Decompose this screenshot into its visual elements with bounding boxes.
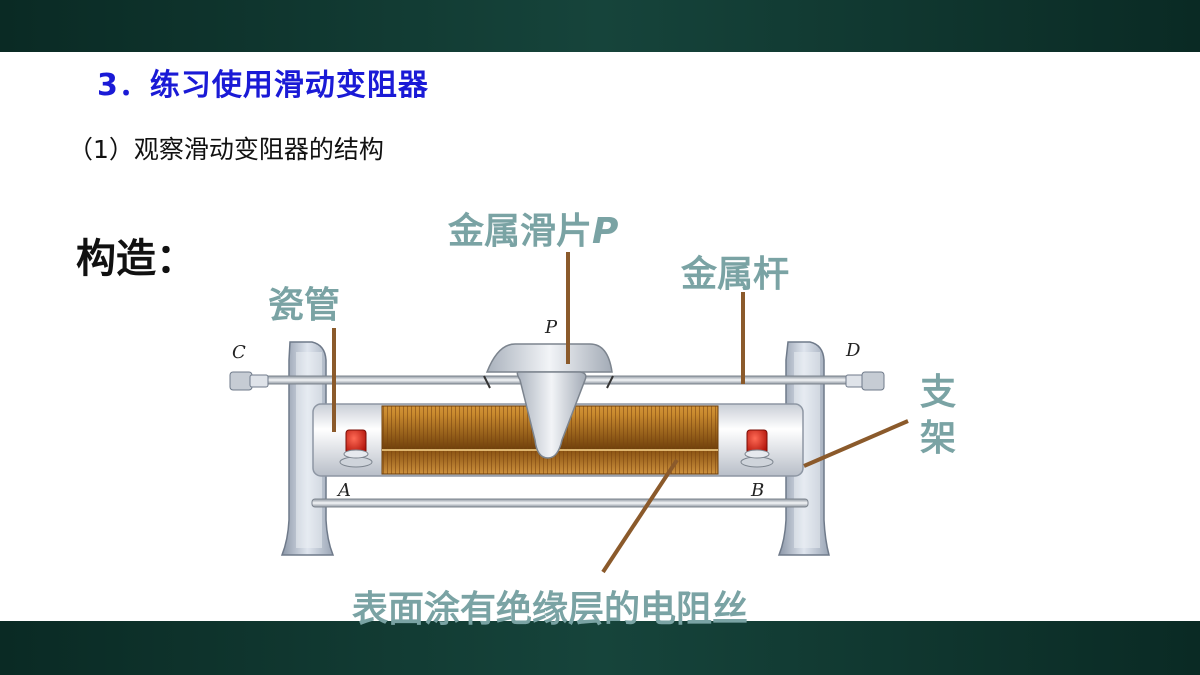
terminal-a-knob (339, 429, 373, 468)
bracket-leader-line (803, 419, 909, 468)
terminal-c-nut (229, 371, 269, 391)
bottom-rod (311, 498, 809, 508)
terminal-b-label: B (750, 480, 764, 501)
slider-label-letter: P (592, 211, 619, 252)
metal-slider (483, 343, 614, 459)
slider-label: 金属滑片P (448, 202, 618, 254)
porcelain-tube-label: 瓷管 (268, 285, 341, 326)
rod-label: 金属杆 (681, 254, 790, 295)
top-band (0, 0, 1200, 52)
terminal-p-label: P (544, 317, 558, 338)
bottom-band (0, 621, 1200, 675)
terminal-b-knob (740, 429, 774, 468)
structure-label: 构造： (76, 236, 196, 282)
terminal-c-label: C (232, 342, 246, 363)
terminal-d-nut (845, 371, 885, 391)
sub-heading: （1）观察滑动变阻器的结构 (68, 135, 384, 164)
section-heading: 3．练习使用滑动变阻器 (97, 68, 429, 103)
wire-leader-line (601, 458, 679, 574)
terminal-d-label: D (845, 340, 861, 361)
wire-label: 表面涂有绝缘层的电阻丝 (352, 589, 749, 630)
slider-label-text: 金属滑片 (448, 211, 593, 252)
terminal-a-label: A (336, 480, 351, 501)
bracket-label: 支架 (919, 372, 956, 459)
